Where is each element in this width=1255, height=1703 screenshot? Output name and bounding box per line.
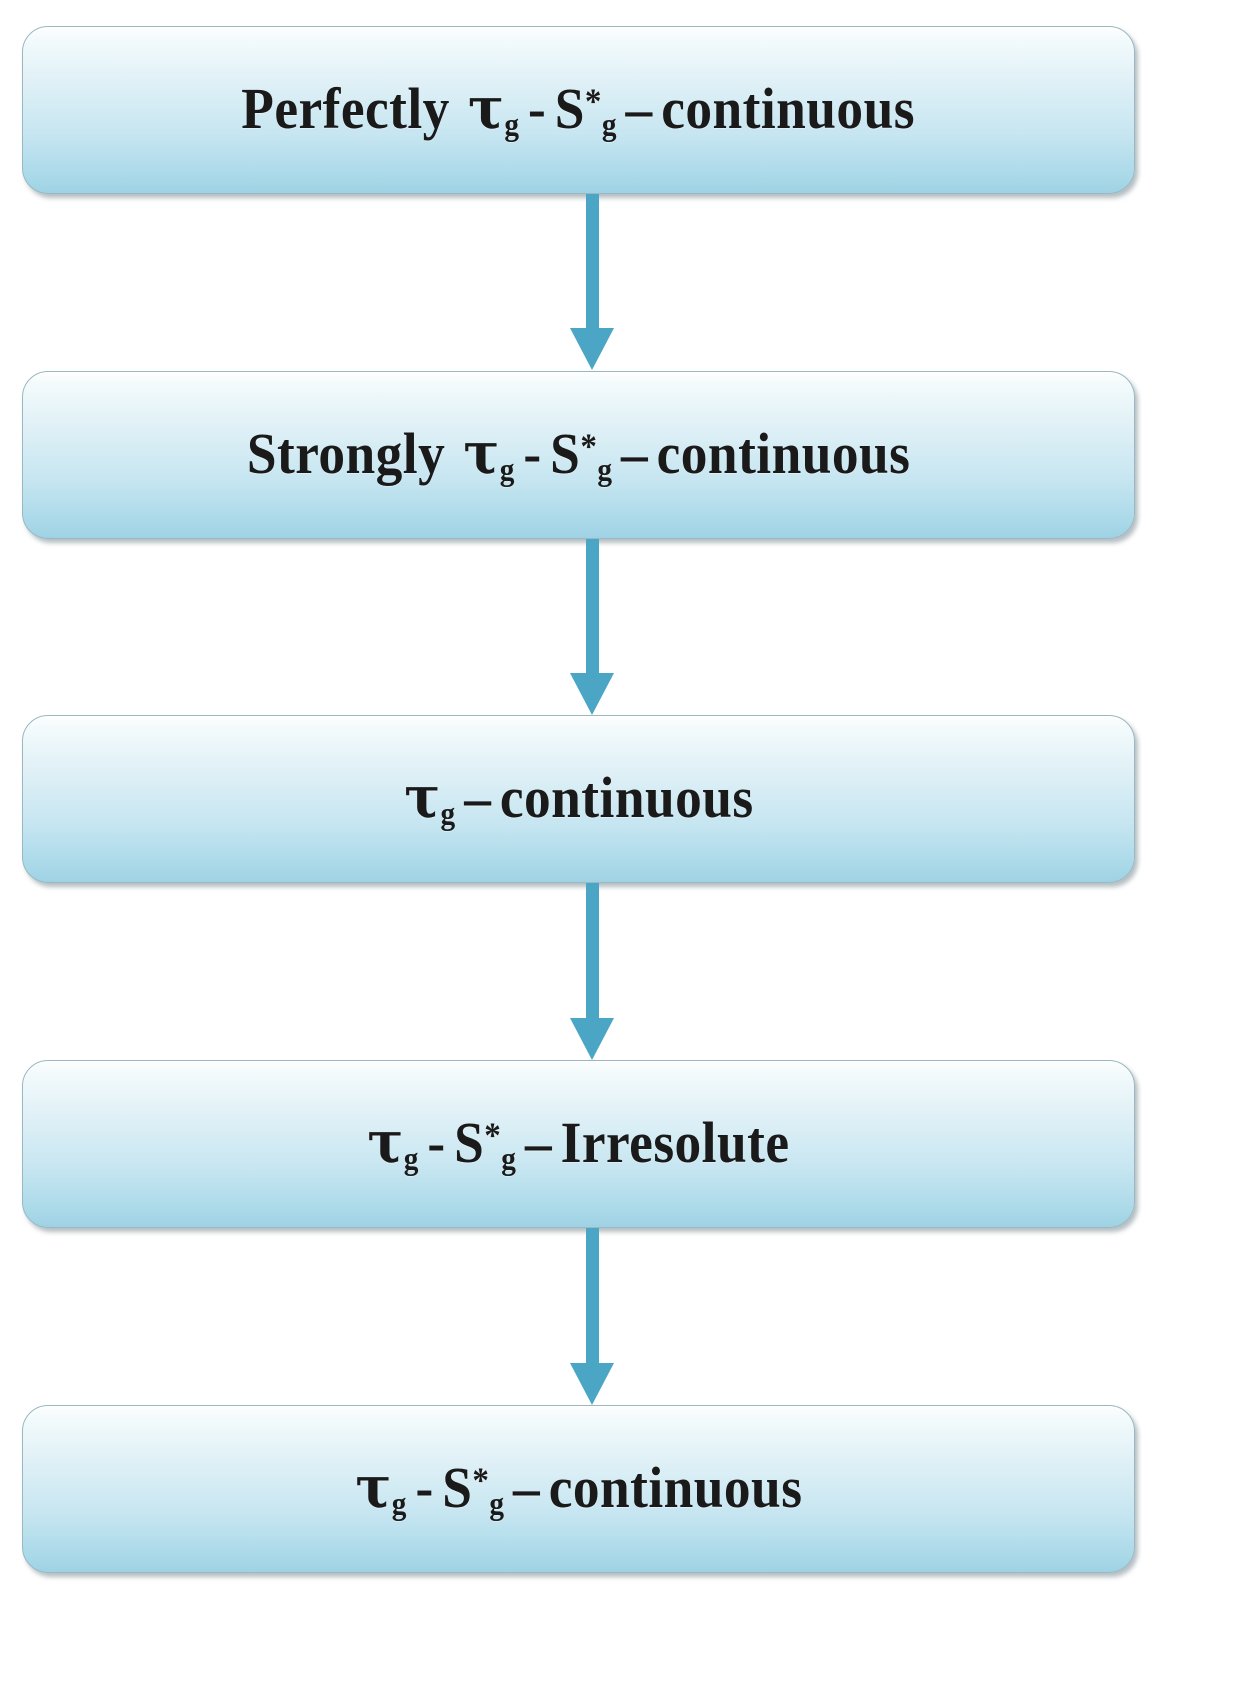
dash-2: –	[463, 765, 491, 831]
flowchart-node-tau-g-continuous[interactable]: τg–continuous	[22, 715, 1135, 883]
node-label-suffix: continuous	[656, 421, 911, 487]
flow-arrow-node1-to-node2	[570, 539, 614, 715]
flowchart-node-tau-g-s-star-g-irresolute[interactable]: τg-S*g–Irresolute	[22, 1060, 1135, 1228]
s-symbol: S	[550, 421, 581, 487]
tau-subscript: g	[504, 107, 520, 143]
node-label: τg–continuous	[404, 768, 753, 830]
dash-2: –	[525, 1110, 553, 1176]
dash-2: –	[620, 421, 649, 487]
flow-arrow-node0-to-node1	[570, 194, 614, 370]
arrow-head-down-icon	[570, 1018, 614, 1060]
node-label: τg-S*g–continuous	[355, 1458, 802, 1520]
flowchart-node-tau-g-s-star-g-continuous[interactable]: τg-S*g–continuous	[22, 1405, 1135, 1573]
node-label-suffix: continuous	[499, 765, 754, 831]
dash-2: –	[625, 76, 654, 142]
tau-symbol: τ	[463, 419, 500, 488]
node-label-suffix: Irresolute	[560, 1110, 790, 1176]
node-label-prefix: Strongly	[246, 421, 446, 487]
dash-1: -	[528, 76, 547, 142]
flow-arrow-node3-to-node4	[570, 1228, 614, 1405]
s-subscript: g	[501, 1141, 517, 1177]
tau-subscript: g	[391, 1486, 407, 1522]
s-subscript: g	[488, 1486, 505, 1522]
dash-2: –	[512, 1455, 540, 1521]
s-superscript-asterisk: *	[484, 1114, 502, 1155]
s-subscript: g	[597, 452, 613, 488]
arrow-head-down-icon	[570, 1363, 614, 1405]
node-label-suffix: continuous	[661, 76, 916, 142]
tau-symbol: τ	[468, 74, 505, 143]
s-superscript-asterisk: *	[580, 425, 598, 466]
arrow-head-down-icon	[570, 328, 614, 370]
tau-symbol: τ	[354, 1453, 392, 1522]
arrow-shaft	[586, 1228, 599, 1367]
dash-1: -	[427, 1110, 446, 1176]
s-symbol: S	[555, 76, 586, 142]
dash-1: -	[415, 1455, 434, 1521]
node-label-suffix: continuous	[548, 1455, 802, 1521]
s-symbol: S	[441, 1455, 472, 1521]
dash-1: -	[523, 421, 542, 487]
arrow-shaft	[586, 883, 599, 1022]
tau-subscript: g	[499, 452, 515, 488]
arrow-head-down-icon	[570, 673, 614, 715]
tau-symbol: τ	[367, 1108, 404, 1177]
node-label-prefix: Perfectly	[241, 76, 451, 142]
s-symbol: S	[454, 1110, 485, 1176]
tau-subscript: g	[440, 796, 456, 832]
s-subscript: g	[602, 107, 618, 143]
flow-arrow-node2-to-node3	[570, 883, 614, 1060]
tau-symbol: τ	[403, 763, 441, 832]
arrow-shaft	[586, 194, 599, 332]
arrow-shaft	[586, 539, 599, 677]
node-label: τg-S*g–Irresolute	[367, 1113, 789, 1175]
s-superscript-asterisk: *	[471, 1459, 489, 1500]
tau-subscript: g	[403, 1141, 419, 1177]
s-superscript-asterisk: *	[585, 80, 603, 121]
